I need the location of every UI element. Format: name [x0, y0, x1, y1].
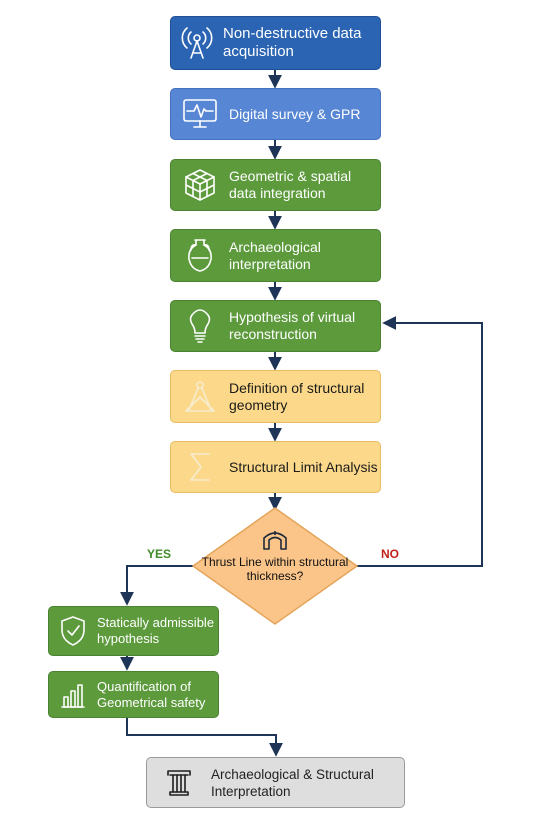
monitor-waveform-icon — [171, 98, 229, 130]
connector-decision-no-loop — [357, 316, 483, 567]
no-branch-label: NO — [381, 547, 399, 561]
node-limit-analysis: Structural Limit Analysis — [170, 441, 381, 493]
cube-grid-icon — [171, 168, 229, 202]
node-label: Hypothesis of virtual reconstruction — [229, 309, 356, 342]
column-icon — [147, 768, 211, 798]
arch-icon — [263, 531, 287, 550]
node-label: Definition of structural geometry — [229, 379, 365, 413]
node-label: Archaeological interpretation — [229, 238, 321, 272]
connector-safety-final — [126, 718, 283, 757]
node-geometrical-safety: Quantification of Geometrical safety — [48, 671, 219, 718]
yes-branch-label: YES — [147, 547, 172, 561]
node-statically-admissible: Statically admissible hypothesis — [48, 606, 219, 656]
lightbulb-icon — [171, 309, 229, 343]
node-label: Quantification of Geometrical safety — [97, 678, 206, 710]
connector-decision-yes — [120, 565, 193, 606]
node-label: Archaeological & Structural Interpretati… — [211, 766, 374, 799]
decision-diamond — [191, 507, 359, 625]
sigma-icon — [171, 451, 229, 483]
node-label: Digital survey & GPR — [229, 105, 361, 122]
compass-drafting-icon — [171, 380, 229, 414]
antenna-signal-icon — [171, 25, 223, 61]
node-reconstruction-hypothesis: Hypothesis of virtual reconstruction — [170, 300, 381, 352]
bar-chart-icon — [49, 681, 97, 709]
decision-label: Thrust Line within structural thickness? — [201, 555, 349, 583]
node-label: Non-destructive data acquisition — [223, 25, 362, 60]
node-final-interpretation: Archaeological & Structural Interpretati… — [146, 757, 405, 808]
amphora-icon — [171, 238, 229, 274]
node-label: Structural Limit Analysis — [229, 458, 378, 475]
shield-check-icon — [49, 615, 97, 647]
node-structural-geometry: Definition of structural geometry — [170, 370, 381, 423]
node-label: Statically admissible hypothesis — [97, 615, 215, 646]
node-data-acquisition: Non-destructive data acquisition — [170, 16, 381, 70]
node-archaeological-interpretation: Archaeological interpretation — [170, 229, 381, 282]
node-data-integration: Geometric & spatial data integration — [170, 159, 381, 211]
node-label: Geometric & spatial data integration — [229, 168, 352, 201]
node-digital-survey: Digital survey & GPR — [170, 88, 381, 140]
